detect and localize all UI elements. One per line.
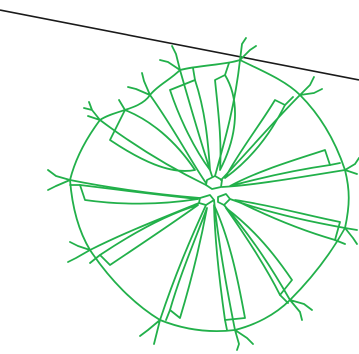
lobe	[100, 95, 150, 120]
vein	[160, 205, 206, 320]
inner-cell	[110, 110, 195, 171]
inner-cell	[80, 185, 198, 204]
lobe	[150, 70, 180, 95]
lobe	[300, 95, 345, 170]
tree-canopy	[48, 38, 359, 350]
core-cell	[199, 195, 214, 205]
inner-cell	[170, 208, 207, 318]
lobe	[180, 60, 240, 70]
inner-cell	[215, 75, 235, 170]
lobe	[345, 170, 349, 228]
lobe	[290, 228, 345, 300]
lobe	[70, 180, 90, 250]
lobe	[160, 320, 235, 331]
twig-fringe	[48, 38, 359, 350]
core-cell	[206, 176, 222, 189]
lobe	[240, 60, 300, 95]
lobe	[70, 120, 100, 180]
lobe	[90, 250, 160, 320]
core-cell	[218, 194, 230, 205]
vein	[70, 180, 200, 198]
